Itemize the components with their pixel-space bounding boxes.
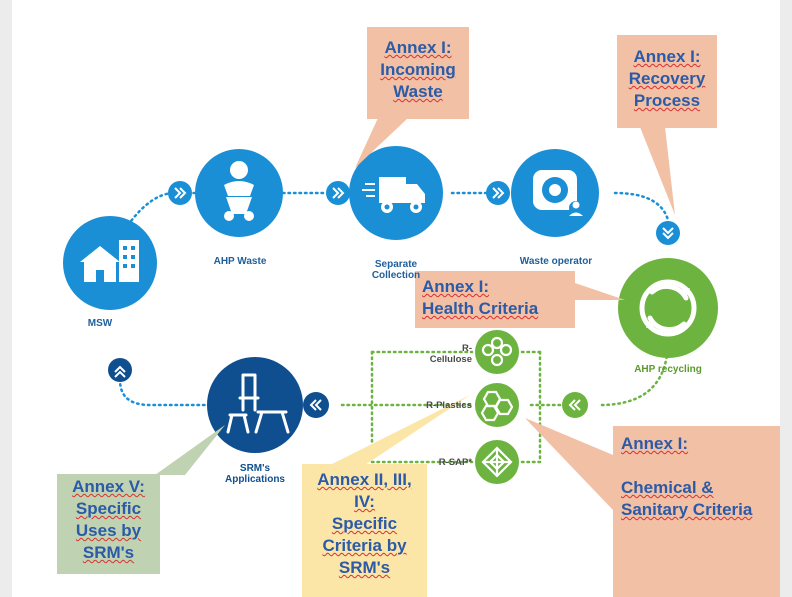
node-label-separate-line2: Collection xyxy=(371,270,421,281)
callout-specific-criteria-line3: Specific xyxy=(331,514,398,533)
chevron-left-icon xyxy=(562,392,588,418)
connector-operator-to-recycling xyxy=(613,191,670,222)
flow-connectors xyxy=(118,191,670,464)
callout-chemical-sanitary-line1: Annex I: xyxy=(621,434,689,453)
callout-health-criteria-line2: Health Criteria xyxy=(422,299,539,318)
callout-chemical-sanitary-shape xyxy=(525,418,780,597)
callout-specific-criteria-line5: SRM's xyxy=(338,558,391,577)
callout-recovery-process-line2: Recovery xyxy=(628,69,706,88)
callout-specific-uses-line2: Specific xyxy=(75,499,142,518)
material-label-r-plastics: R-Plastics xyxy=(426,400,472,411)
callout-specific-uses: Annex V: Specific Uses by SRM's xyxy=(57,476,160,564)
callout-incoming-waste-line2: Incoming xyxy=(380,60,456,79)
truck-icon xyxy=(362,177,425,213)
callout-health-criteria-shape xyxy=(415,271,625,328)
node-label-ahp-recycling: AHP recycling xyxy=(634,364,702,375)
callout-chemical-sanitary-line2: Chemical & xyxy=(621,478,714,497)
callout-specific-criteria-line2: IV: xyxy=(354,492,375,511)
callout-chemical-sanitary-line3: Sanitary Criteria xyxy=(621,500,753,519)
node-label-msw: MSW xyxy=(87,318,113,329)
node-r-plastics xyxy=(475,383,519,427)
chevron-down-icon xyxy=(656,221,680,245)
callout-recovery-process: Annex I: Recovery Process xyxy=(617,46,717,112)
callout-chemical-sanitary: Annex I: Chemical & Sanitary Criteria xyxy=(621,433,779,521)
callout-health-criteria-line1: Annex I: xyxy=(422,277,490,296)
node-srm-applications xyxy=(207,357,303,453)
node-label-ahp-waste: AHP Waste xyxy=(213,256,267,267)
chevron-up-icon xyxy=(108,358,132,382)
callout-incoming-waste-line3: Waste xyxy=(393,82,443,101)
callout-health-criteria: Annex I: Health Criteria xyxy=(422,276,572,320)
callout-recovery-process-line3: Process xyxy=(633,91,701,110)
callout-specific-criteria-shape xyxy=(302,395,470,597)
callout-specific-uses-shape xyxy=(57,425,225,574)
node-label-waste-operator: Waste operator xyxy=(519,256,593,267)
house-building-icon xyxy=(80,240,139,282)
callout-specific-criteria: Annex II, III, IV: Specific Criteria by … xyxy=(302,469,427,579)
node-separate-collection xyxy=(349,146,443,240)
node-msw xyxy=(63,216,157,310)
material-label-r-cellulose-line1: R- xyxy=(461,343,472,354)
callout-incoming-waste: Annex I: Incoming Waste xyxy=(367,37,469,103)
callout-specific-criteria-line4: Criteria by xyxy=(322,536,407,555)
node-waste-operator xyxy=(511,149,599,237)
hexagons-icon xyxy=(480,390,514,422)
callout-specific-criteria-line1: Annex II, III, xyxy=(317,470,412,489)
callout-recovery-process-shape xyxy=(617,35,717,215)
material-label-r-sap: R-SAP* xyxy=(438,457,472,468)
callout-recovery-process-line1: Annex I: xyxy=(633,47,701,66)
node-label-separate-collection: Separate Collection xyxy=(361,259,431,281)
callout-specific-uses-line4: SRM's xyxy=(82,543,135,562)
chevron-left-icon xyxy=(303,392,329,418)
chevron-right-icon xyxy=(326,181,350,205)
node-ahp-waste xyxy=(195,149,283,237)
chevron-right-icon xyxy=(168,181,192,205)
callout-incoming-waste-shape xyxy=(355,27,469,168)
node-ahp-recycling xyxy=(618,258,718,358)
material-label-r-cellulose-line2: Cellulose xyxy=(429,354,472,365)
callout-incoming-waste-line1: Annex I: xyxy=(384,38,452,57)
operator-person-icon xyxy=(569,201,583,216)
connector-srm-to-msw xyxy=(118,378,212,407)
node-r-cellulose xyxy=(475,330,519,374)
baby-icon xyxy=(224,161,254,221)
molecule-icon xyxy=(481,336,513,367)
node-label-srm-line1: SRM's xyxy=(239,463,271,474)
node-label-srm-applications: SRM's Applications xyxy=(215,463,295,485)
furniture-icon xyxy=(226,373,290,434)
callout-specific-uses-line3: Uses by xyxy=(75,521,142,540)
material-label-r-cellulose: R- Cellulose xyxy=(412,343,472,365)
node-label-srm-line2: Applications xyxy=(224,474,285,485)
diamond-pattern-icon xyxy=(481,446,513,478)
node-label-separate-line1: Separate xyxy=(374,259,418,270)
callout-chemical-sanitary-spacer xyxy=(621,455,779,477)
chevron-right-icon xyxy=(486,181,510,205)
gear-icon xyxy=(533,170,577,210)
node-r-sap xyxy=(475,440,519,484)
callout-specific-uses-line1: Annex V: xyxy=(72,477,145,496)
